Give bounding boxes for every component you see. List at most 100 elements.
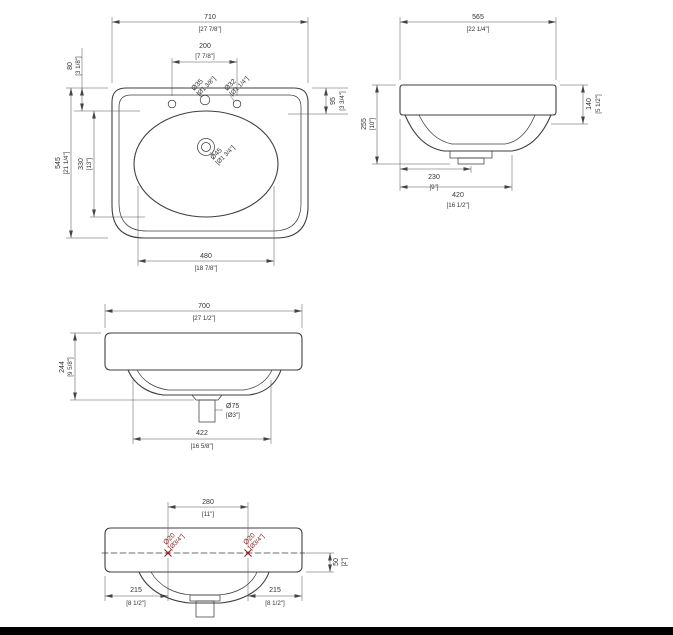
dim-rear-edge-left-mm: 215 xyxy=(130,587,142,594)
extension-lines xyxy=(111,17,309,83)
drain-inner xyxy=(201,142,211,152)
extension-lines xyxy=(137,186,275,266)
side-drain-flange xyxy=(449,150,493,159)
rear-drain-pipe xyxy=(195,600,215,618)
dim-plan-basin-depth: 330 [13"] xyxy=(74,110,145,218)
dim-front-base-width-mm: 422 xyxy=(196,430,208,437)
dim-rear-hole-spacing: 280 [11"] xyxy=(167,499,249,548)
dim-plan-faucet-spacing-in: [7 7/8"] xyxy=(195,53,215,60)
plan-outer-outline xyxy=(111,87,309,239)
dim-side-overall-height: 255 [10"] xyxy=(361,84,450,165)
extension-lines xyxy=(171,58,238,96)
dim-plan-back-rim-in: [3 1/8"] xyxy=(75,56,82,76)
footer-bar xyxy=(0,627,673,635)
dim-rear-hole-drop-mm: 50 xyxy=(333,558,340,566)
faucet-hole-center xyxy=(199,94,211,106)
dim-plan-basin-width-mm: 480 xyxy=(200,253,212,260)
hole-dot xyxy=(166,551,170,555)
dim-front-base-width: 422 [16 5/8"] xyxy=(132,380,272,450)
extension-lines xyxy=(167,502,249,548)
dim-side-drain-offset-mm: 230 xyxy=(428,174,440,181)
side-bowl-underside xyxy=(404,114,552,152)
dim-side-overall-depth-mm: 565 xyxy=(472,14,484,21)
dim-front-base-width-in: [16 5/8"] xyxy=(191,443,214,450)
dim-plan-overall-width: 710 [27 7/8"] xyxy=(111,14,309,83)
rear-bowl-outline xyxy=(138,571,270,604)
dim-rear-edge-left: 215 [8 1/2"] xyxy=(104,558,169,607)
dim-front-overall-height-mm: 244 xyxy=(59,361,66,373)
side-bowl-inner xyxy=(418,114,536,145)
dim-front-overall-height: 244 [9 5/8"] xyxy=(59,332,194,401)
dim-plan-basin-depth-in: [13"] xyxy=(86,157,93,170)
extension-lines xyxy=(247,558,303,601)
leader-line xyxy=(229,94,235,102)
leader-line xyxy=(196,91,203,98)
label-front-drain-pipe-in: [Ø3"] xyxy=(226,412,240,419)
front-rim-outline xyxy=(104,332,303,371)
drain-outer xyxy=(197,138,215,156)
dim-side-base-depth: 420 [16 1/2"] xyxy=(400,155,513,209)
front-view: 700 [27 1/2"] 244 [9 5/8"] Ø75 [Ø3"] 422… xyxy=(59,303,303,450)
extension-lines xyxy=(132,380,272,444)
plan-inner-outline xyxy=(118,94,302,232)
dim-front-overall-width-in: [27 1/2"] xyxy=(193,315,216,322)
extension-lines xyxy=(104,304,303,328)
dim-side-overall-depth-in: [22 1/4"] xyxy=(467,26,490,33)
dim-side-overall-height-in: [10"] xyxy=(369,117,376,130)
label-rear-hole-right: Ø20 [Ø3/4"] xyxy=(242,532,266,551)
extension-lines xyxy=(399,17,557,80)
front-bowl-inner xyxy=(136,369,273,391)
dim-plan-basin-width-in: [18 7/8"] xyxy=(195,265,218,272)
plan-basin xyxy=(133,110,279,218)
faucet-hole-left xyxy=(167,99,177,109)
dim-plan-overall-depth: 545 [21 1/4"] xyxy=(55,87,108,239)
rear-hole-marker-right xyxy=(244,549,252,557)
label-front-drain-pipe: Ø75 [Ø3"] xyxy=(215,403,240,419)
dim-plan-basin-width: 480 [18 7/8"] xyxy=(137,186,275,272)
rear-hole-marker-left xyxy=(164,549,172,557)
dim-plan-back-rim: 80 [3 1/8"] xyxy=(67,48,84,111)
side-view: 565 [22 1/4"] 255 [10"] 140 [5 1/2"] 230… xyxy=(361,14,602,209)
dim-plan-basin-depth-mm: 330 xyxy=(78,158,85,170)
dim-plan-back-rim-mm: 80 xyxy=(67,62,74,70)
dim-front-overall-width-mm: 700 xyxy=(198,303,210,310)
dim-plan-front-rim-in: [3 3/4"] xyxy=(339,91,346,111)
dim-plan-front-rim: 95 [3 3/4"] xyxy=(288,87,348,115)
dim-plan-faucet-spacing-mm: 200 xyxy=(199,43,211,50)
dim-side-drain-offset: 230 [9"] xyxy=(399,119,472,191)
label-plan-hole-center: Ø35 [Ø1 3/8"] xyxy=(190,75,217,97)
hole-dot xyxy=(246,551,250,555)
dim-plan-faucet-spacing: 200 [7 7/8"] xyxy=(171,43,238,96)
dim-side-base-depth-mm: 420 xyxy=(452,192,464,199)
dim-plan-overall-width-mm: 710 xyxy=(204,14,216,21)
dim-rear-hole-spacing-mm: 280 xyxy=(202,499,214,506)
dim-side-front-height-mm: 140 xyxy=(586,98,593,110)
dim-plan-overall-depth-mm: 545 xyxy=(55,157,62,169)
extension-lines xyxy=(104,558,169,601)
dim-plan-overall-width-in: [27 7/8"] xyxy=(199,26,222,33)
dim-rear-edge-right-in: [8 1/2"] xyxy=(265,600,285,607)
dim-rear-hole-spacing-in: [11"] xyxy=(202,511,214,518)
dim-rear-edge-right-mm: 215 xyxy=(269,587,281,594)
extension-lines xyxy=(372,84,450,165)
dim-side-drain-offset-in: [9"] xyxy=(429,184,438,191)
dim-side-overall-height-mm: 255 xyxy=(361,118,368,130)
side-rim-outline xyxy=(399,84,557,116)
label-rear-hole-left: Ø20 [Ø3/4"] xyxy=(162,532,186,551)
rear-body-outline xyxy=(104,527,303,573)
faucet-hole-right xyxy=(232,99,242,109)
dim-front-overall-width: 700 [27 1/2"] xyxy=(104,303,303,328)
extension-lines xyxy=(288,87,348,115)
front-drain-pipe xyxy=(198,399,216,423)
extension-lines xyxy=(399,119,472,191)
leader-line xyxy=(209,151,215,159)
dim-side-base-depth-in: [16 1/2"] xyxy=(447,202,470,209)
dim-plan-front-rim-mm: 95 xyxy=(330,97,337,105)
dim-side-front-height-in: [5 1/2"] xyxy=(595,94,602,114)
dim-rear-hole-drop-in: [2"] xyxy=(341,557,348,566)
label-front-drain-pipe-mm: Ø75 xyxy=(226,403,239,410)
extension-lines xyxy=(74,110,145,218)
dim-rear-edge-left-in: [8 1/2"] xyxy=(126,600,146,607)
rear-bowl-inner xyxy=(150,571,258,596)
